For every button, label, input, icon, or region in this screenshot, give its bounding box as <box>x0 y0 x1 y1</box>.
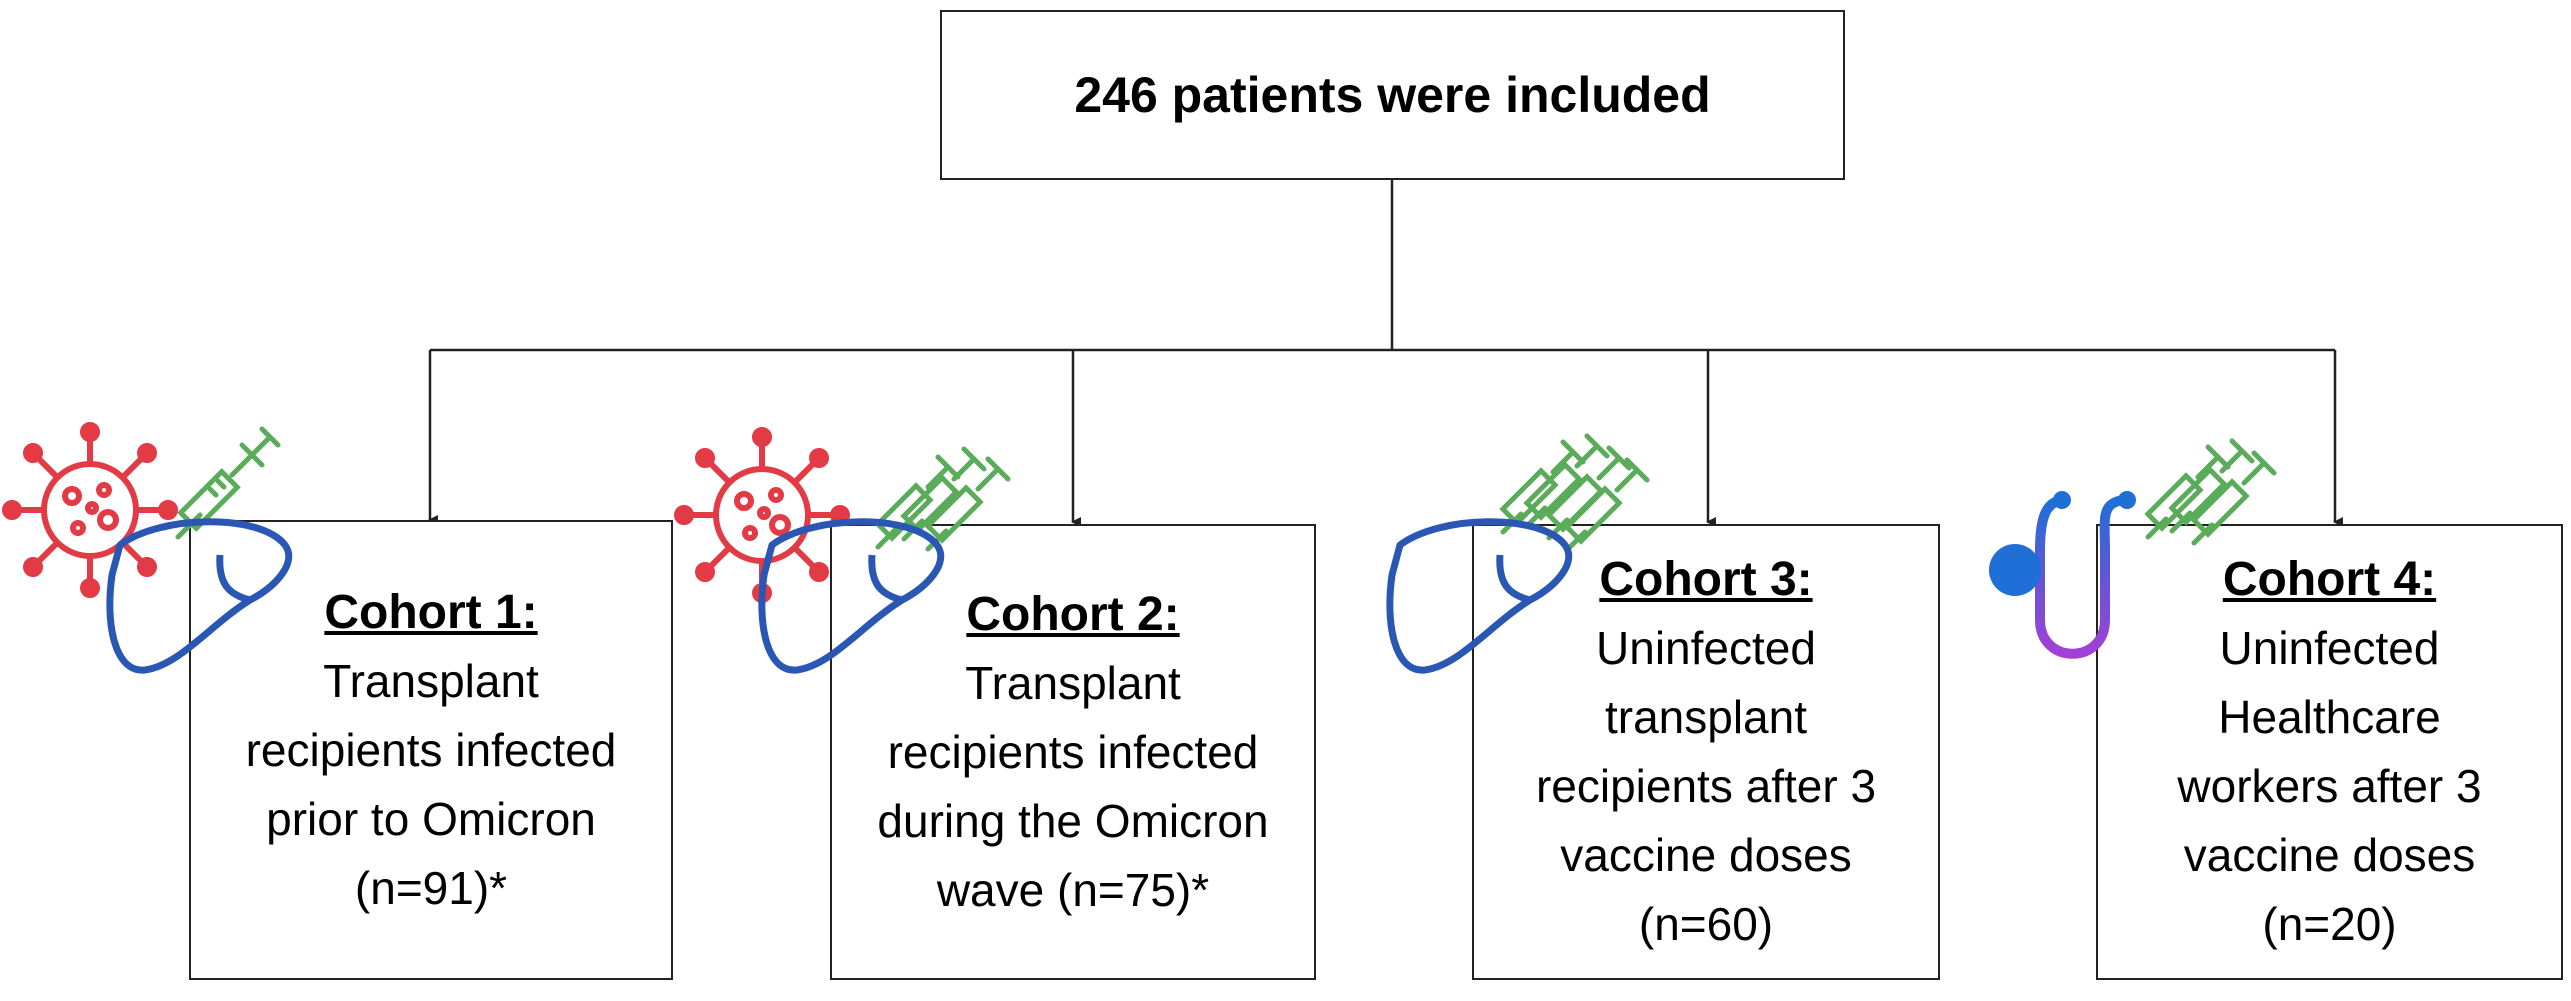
cohort-4-line-1: Uninfected <box>2219 622 2440 674</box>
cohort-2-line-1: Transplant <box>965 656 1181 709</box>
cohort-4-line-3: workers after 3 <box>2177 760 2482 812</box>
cohort-2-line-2: recipients infected <box>887 725 1259 778</box>
cohort-1-line-3: prior to Omicron <box>266 792 596 845</box>
cohort-1-line-1: Transplant <box>323 654 539 707</box>
syringes-icon <box>1499 433 1650 553</box>
liver-icon <box>758 518 945 674</box>
cohort-2-line-3: during the Omicron <box>877 794 1269 847</box>
total-patients-box: 246 patients were included <box>940 10 1845 180</box>
cohort-4-line-5: (n=20) <box>2262 898 2397 950</box>
total-patients-label: 246 patients were included <box>1074 67 1711 123</box>
virus-icon <box>674 427 850 603</box>
cohort-3-box: Cohort 3: Uninfected transplant recipien… <box>1472 524 1940 980</box>
liver-icon <box>1386 518 1573 674</box>
cohort-2-box: Cohort 2: Transplant recipients infected… <box>830 524 1316 980</box>
cohort-2-line-4: wave (n=75)* <box>936 863 1210 916</box>
virus-icon <box>2 422 178 598</box>
stethoscope-icon <box>1989 491 2136 659</box>
cohort-4-line-2: Healthcare <box>2218 691 2441 743</box>
cohort-3-title: Cohort 3: <box>1599 553 1813 606</box>
cohort-4-box: Cohort 4: Uninfected Healthcare workers … <box>2096 524 2563 980</box>
cohort-1-box: Cohort 1: Transplant recipients infected… <box>189 520 673 980</box>
cohort-3-line-3: recipients after 3 <box>1535 760 1877 812</box>
syringes-icon <box>2144 438 2277 546</box>
cohort-3-line-4: vaccine doses <box>1560 829 1852 881</box>
liver-icon <box>106 518 293 674</box>
cohort-1-line-4: (n=91)* <box>354 861 508 914</box>
cohort-3-line-2: transplant <box>1604 691 1807 743</box>
cohort-4-line-4: vaccine doses <box>2183 829 2476 881</box>
cohort-1-line-2: recipients infected <box>245 723 617 776</box>
cohort-4-title: Cohort 4: <box>2222 553 2437 606</box>
cohort-3-line-1: Uninfected <box>1596 622 1816 674</box>
cohort-3-line-5: (n=60) <box>1638 898 1774 950</box>
cohort-1-title: Cohort 1: <box>324 585 538 639</box>
cohort-2-title: Cohort 2: <box>966 587 1180 641</box>
